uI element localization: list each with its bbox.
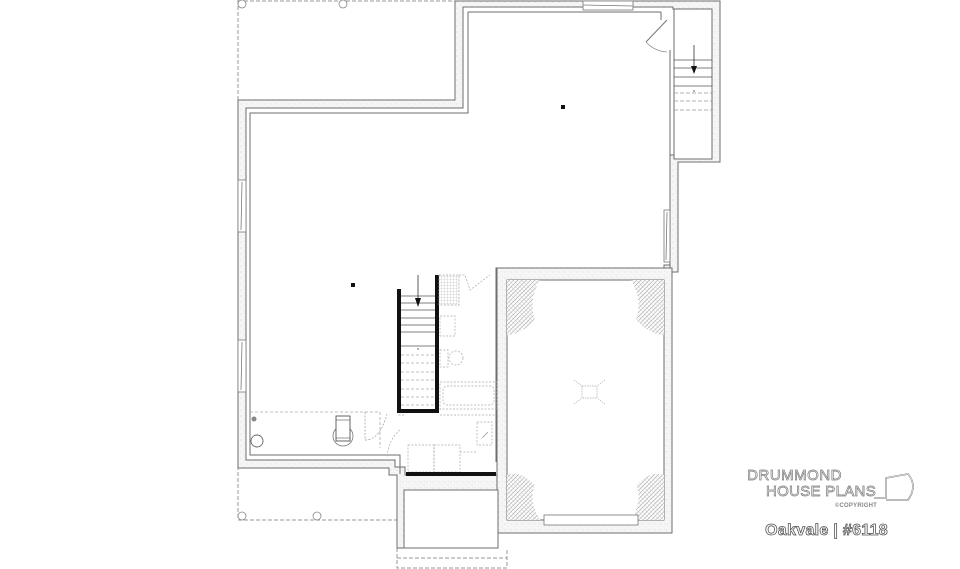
branding-block: DRUMMOND HOUSE PLANS ©COPYRIGHT Oakvale …	[747, 467, 930, 558]
water-heater-icon	[250, 434, 264, 448]
stair-icon: s	[401, 275, 435, 406]
svg-text:s: s	[693, 88, 695, 93]
post-marker	[351, 283, 355, 287]
window-right	[663, 209, 671, 263]
dryer-icon	[433, 444, 461, 473]
mechanical-area	[250, 411, 388, 448]
ceiling-light-icon	[573, 379, 606, 405]
furnace-icon	[332, 415, 354, 447]
laundry-counter	[406, 472, 496, 476]
bottom-room	[403, 489, 499, 549]
vanity-icon	[439, 315, 456, 337]
door-swing-top	[645, 19, 668, 53]
washer-icon	[407, 444, 435, 473]
windows-left	[237, 179, 247, 393]
drummond-d-logo-icon	[874, 473, 914, 501]
sink-icon	[476, 421, 493, 446]
toilet-icon	[439, 349, 464, 368]
cold-room	[496, 267, 673, 534]
post-marker	[561, 105, 565, 109]
svg-text:s: s	[417, 346, 419, 351]
side-stair-enclosure: s	[673, 8, 713, 160]
bottom-steps	[396, 548, 508, 569]
bathtub-icon	[439, 381, 498, 410]
bottom-porch	[237, 460, 397, 521]
bathroom	[438, 274, 498, 410]
door-swing-bath	[459, 274, 491, 291]
brand-name-line2: HOUSE PLANS	[766, 483, 876, 500]
main-stair: s	[397, 275, 439, 413]
brand-name-line1: DRUMMOND	[747, 467, 842, 484]
copyright-label: ©COPYRIGHT	[834, 503, 877, 509]
window-top	[582, 0, 634, 11]
shower-icon	[438, 274, 460, 306]
laundry-area	[386, 414, 496, 476]
door-swing-mech	[364, 412, 388, 441]
stair-icon: s	[674, 45, 712, 111]
top-porch	[237, 0, 455, 100]
sump-icon	[251, 416, 257, 422]
plan-title: Oakvale | #6118	[765, 522, 888, 540]
